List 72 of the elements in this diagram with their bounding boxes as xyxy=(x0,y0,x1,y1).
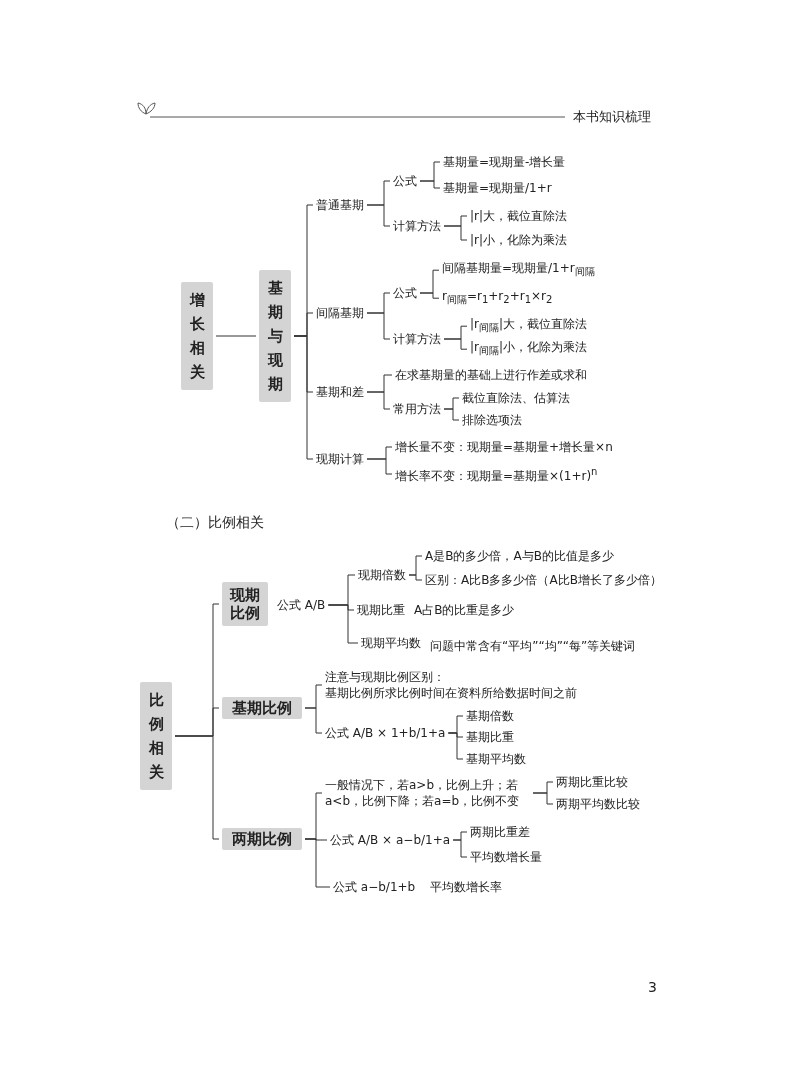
node-text: 增长率不变：现期量=基期量×(1+r)$^{n}$ xyxy=(395,464,598,484)
node-text: |r|大，截位直除法 xyxy=(470,208,568,224)
node-text: 公式 xyxy=(393,285,417,301)
node-text: 基期比重 xyxy=(466,729,514,745)
node-text: 基期量=现期量-增长量 xyxy=(443,154,566,170)
category-box: 增长相关 xyxy=(181,282,213,390)
header-text: 本书知识梳理 xyxy=(573,108,651,126)
connector-line xyxy=(366,204,391,227)
node-text: 基期平均数 xyxy=(466,751,526,767)
node-text: 计算方法 xyxy=(393,218,441,234)
node-text: 间隔基期量=现期量/1+r$_{间隔}$ xyxy=(442,260,595,281)
category-box: 比例相关 xyxy=(140,682,172,790)
node-text: 区别：A比B多多少倍（A比B增长了多少倍） xyxy=(425,572,662,588)
node-text: |r|小，化除为乘法 xyxy=(470,232,568,248)
connector-line xyxy=(419,180,441,189)
node-text: 公式 A/B × 1+b/1+a xyxy=(325,725,446,741)
node-text: 在求基期量的基础上进行作差或求和 xyxy=(395,367,587,383)
node-text: A占B的比重是多少 xyxy=(414,602,515,618)
node-text: 两期比重比较 xyxy=(556,774,628,790)
node-text: 公式 xyxy=(393,173,417,189)
node-text: 公式 A/B xyxy=(277,597,326,613)
node-text: 两期平均数比较 xyxy=(556,796,640,812)
connector-line xyxy=(304,707,323,734)
node-text: r$_{间隔}$=r$_{1}$+r$_{2}$+r$_{1}$×r$_{2}$ xyxy=(442,288,553,309)
node-text: 基期和差 xyxy=(316,384,364,400)
node-text: 公式 a−b/1+b xyxy=(333,879,416,895)
node-text: 现期计算 xyxy=(316,451,364,467)
page-number: 3 xyxy=(648,979,657,995)
section-heading: （二）比例相关 xyxy=(166,514,264,532)
node-text: 平均数增长量 xyxy=(470,849,542,865)
connector-line xyxy=(366,391,391,410)
node-text: 现期倍数 xyxy=(358,567,406,583)
node-text: 截位直除法、估算法 xyxy=(462,390,570,406)
connector-line xyxy=(327,604,359,644)
connector-line xyxy=(366,458,393,475)
connector-line xyxy=(408,574,423,581)
connector-line xyxy=(366,312,391,340)
category-box: 基期与现期 xyxy=(259,270,291,402)
connector-line xyxy=(293,335,314,460)
node-text: 间隔基期 xyxy=(316,305,364,321)
category-box: 两期比例 xyxy=(222,828,302,850)
connector-line xyxy=(443,408,460,421)
node-text: 计算方法 xyxy=(393,331,441,347)
node-text: A是B的多少倍，A与B的比值是多少 xyxy=(425,548,614,564)
category-box: 基期比例 xyxy=(222,697,302,719)
connector-line xyxy=(443,338,468,350)
node-text: 现期比重 xyxy=(357,602,405,618)
node-text: 一般情况下，若a>b，比例上升；若a<b，比例下降；若a=b，比例不变 xyxy=(325,777,530,809)
node-text: 基期倍数 xyxy=(466,708,514,724)
connector-line xyxy=(443,225,468,241)
category-box: 现期比例 xyxy=(222,582,268,626)
note-text: 基期比例所求比例时间在资料所给数据时间之前 xyxy=(325,685,577,701)
connector-line xyxy=(215,335,257,337)
node-text: 排除选项法 xyxy=(462,412,522,428)
connector-line xyxy=(452,839,468,858)
connector-line xyxy=(532,792,554,805)
node-text: 基期量=现期量/1+r xyxy=(443,180,552,196)
connector-line xyxy=(447,732,464,760)
connector-line xyxy=(304,838,331,888)
note-heading: 注意与现期比例区别： xyxy=(325,669,446,685)
node-text: 增长量不变：现期量=基期量+增长量×n xyxy=(395,439,613,455)
node-text: 问题中常含有“平均”“均”“每”等关键词 xyxy=(430,638,645,654)
node-text: 普通基期 xyxy=(316,197,364,213)
node-text: 平均数增长率 xyxy=(430,879,502,895)
connector-line xyxy=(174,735,220,840)
node-text: 现期平均数 xyxy=(361,635,421,651)
node-text: 公式 A/B × a−b/1+a xyxy=(330,832,451,848)
node-text: 两期比重差 xyxy=(470,824,530,840)
node-text: |r$_{间隔}$|小，化除为乘法 xyxy=(470,339,588,360)
node-text: |r$_{间隔}$|大，截位直除法 xyxy=(470,316,588,337)
connector-line xyxy=(419,292,440,299)
node-text: 常用方法 xyxy=(393,401,441,417)
